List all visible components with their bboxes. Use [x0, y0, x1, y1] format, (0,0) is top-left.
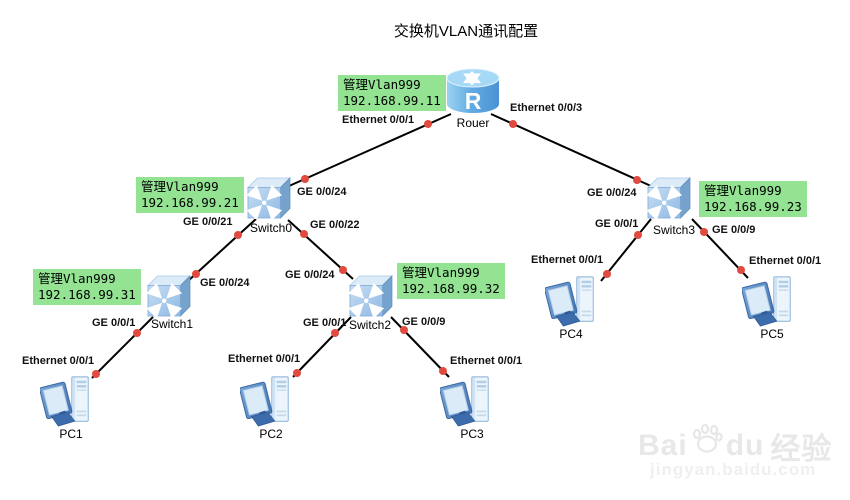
switch-icon-switch2[interactable]: [347, 275, 393, 317]
watermark-brand-left: Bai: [638, 429, 688, 462]
mgmt-vlan-line: 管理Vlan999: [402, 265, 480, 280]
pc-icon-pc2[interactable]: [240, 372, 294, 428]
mgmt-ip-line: 192.168.99.31: [38, 287, 136, 302]
mgmt-vlan-line: 管理Vlan999: [38, 271, 116, 286]
watermark-brand-right: du: [725, 429, 765, 462]
device-label-switch2: Switch2: [348, 318, 392, 332]
mgmt-ip-line: 192.168.99.32: [402, 281, 500, 296]
port-label-pc2-eth0-0-1: Ethernet 0/0/1: [228, 353, 301, 365]
switch-icon-switch0[interactable]: [245, 177, 291, 219]
port-label-rouer-eth0-0-1: Ethernet 0/0/1: [342, 114, 415, 126]
device-label-switch1: Switch1: [150, 317, 194, 331]
router-icon-letter: R: [465, 88, 482, 114]
diagram-title: 交换机VLAN通讯配置: [393, 23, 539, 40]
device-label-rouer: Rouer: [456, 116, 490, 130]
router-icon[interactable]: R: [445, 68, 501, 114]
device-label-pc3: PC3: [460, 427, 484, 441]
mgmt-ip-line: 192.168.99.11: [343, 93, 441, 108]
mgmt-ip-line: 192.168.99.23: [704, 199, 802, 214]
port-label-switch0-ge0-0-24: GE 0/0/24: [297, 186, 347, 198]
port-label-switch2-ge0-0-9: GE 0/0/9: [402, 316, 446, 328]
link-switch2-pc3: [390, 316, 450, 378]
device-label-pc4: PC4: [559, 327, 583, 341]
port-label-switch0-ge0-0-22: GE 0/0/22: [310, 219, 360, 231]
mgmt-vlan-line: 管理Vlan999: [343, 77, 421, 92]
baidu-paw-icon: [692, 423, 723, 453]
port-label-switch2-ge0-0-1: GE 0/0/1: [303, 317, 347, 329]
watermark-brand-suffix: 经验: [770, 433, 833, 466]
mgmt-vlan-line: 管理Vlan999: [141, 179, 219, 194]
link-switch3-pc4: [600, 218, 652, 282]
link-switch2-pc2: [292, 316, 352, 378]
pc-icon-pc5[interactable]: [742, 272, 796, 328]
port-label-rouer-eth0-0-3: Ethernet 0/0/3: [510, 102, 583, 114]
link-rouer-switch0: [288, 113, 452, 187]
port-label-switch3-ge0-0-9: GE 0/0/9: [712, 224, 756, 236]
link-rouer-switch3: [490, 113, 652, 187]
port-label-switch3-ge0-0-1: GE 0/0/1: [595, 218, 639, 230]
link-switch1-pc1: [91, 316, 154, 379]
port-label-pc5-eth0-0-1: Ethernet 0/0/1: [749, 255, 822, 267]
watermark-url: jingyan.baidu.com: [650, 460, 817, 479]
mgmt-label-switch2: 管理Vlan999 192.168.99.32: [397, 263, 505, 299]
device-label-pc1: PC1: [59, 427, 83, 441]
pc-icon-pc4[interactable]: [545, 272, 599, 328]
device-label-pc2: PC2: [259, 427, 283, 441]
port-label-switch3-ge0-0-24: GE 0/0/24: [587, 187, 637, 199]
mgmt-vlan-line: 管理Vlan999: [704, 183, 782, 198]
mgmt-label-rouer: 管理Vlan999 192.168.99.11: [338, 75, 446, 111]
watermark-brand: Bai du 经验: [638, 421, 832, 471]
switch-icon-switch3[interactable]: [645, 177, 691, 219]
switch-icon-switch1[interactable]: [145, 275, 191, 317]
pc-icon-pc3[interactable]: [440, 372, 494, 428]
port-label-pc3-eth0-0-1: Ethernet 0/0/1: [450, 355, 523, 367]
device-label-pc5: PC5: [760, 327, 784, 341]
port-label-switch0-ge0-0-21: GE 0/0/21: [183, 216, 233, 228]
pc-icon-pc1[interactable]: [40, 372, 94, 428]
port-label-switch1-ge0-0-1: GE 0/0/1: [92, 317, 136, 329]
link-endpoint-dots: [92, 120, 745, 378]
device-label-switch0: Switch0: [249, 221, 293, 235]
device-label-switch3: Switch3: [652, 223, 696, 237]
port-label-pc1-eth0-0-1: Ethernet 0/0/1: [22, 355, 95, 367]
port-label-switch2-ge0-0-24: GE 0/0/24: [285, 269, 335, 281]
port-label-switch1-ge0-0-24: GE 0/0/24: [200, 277, 250, 289]
mgmt-ip-line: 192.168.99.21: [141, 195, 239, 210]
link-switch0-switch1: [187, 218, 257, 282]
mgmt-label-switch0: 管理Vlan999 192.168.99.21: [136, 177, 244, 213]
mgmt-label-switch1: 管理Vlan999 192.168.99.31: [33, 269, 141, 305]
port-label-pc4-eth0-0-1: Ethernet 0/0/1: [531, 254, 604, 266]
mgmt-label-switch3: 管理Vlan999 192.168.99.23: [699, 181, 807, 217]
